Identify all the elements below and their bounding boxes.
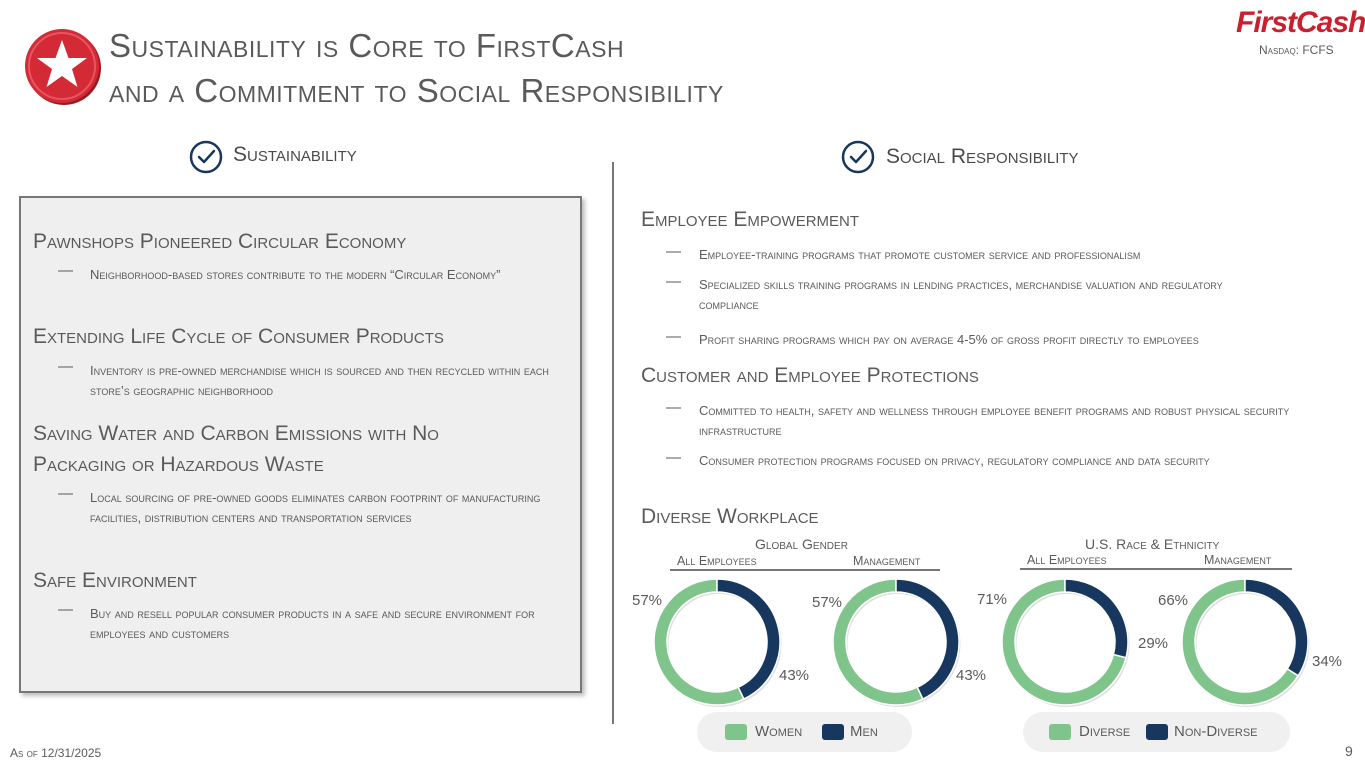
chart-subtitle: Management: [1204, 553, 1272, 567]
brand-name: FirstCash: [1236, 6, 1365, 39]
legend-swatch-non-diverse: [1146, 724, 1168, 740]
bullet-text: Consumer protection programs focused on …: [699, 453, 1210, 468]
bullet-text: Employee-training programs that promote …: [699, 247, 1141, 262]
chart-subtitle: Management: [853, 554, 921, 568]
legend-label-diverse: Diverse: [1079, 723, 1131, 740]
section-title: Employee Empowerment: [641, 208, 860, 231]
chart-underline: [670, 569, 940, 571]
legend-swatch-men: [822, 724, 844, 740]
donut-segment-men: [716, 578, 781, 701]
section-title: Diverse Workplace: [641, 505, 819, 528]
bullet-dash: —: [666, 243, 681, 260]
bullet-dash: —: [58, 485, 73, 502]
donut-chart-race-all: [1001, 578, 1130, 707]
bullet-text: Buy and resell popular consumer products…: [90, 606, 535, 641]
social-responsibility-heading: Social Responsibility: [886, 145, 1079, 168]
data-label-women: 57%: [632, 592, 663, 609]
bullet-text: Committed to health, safety and wellness…: [699, 403, 1290, 438]
chart-group-title: U.S. Race & Ethnicity: [1085, 536, 1220, 552]
data-label-diverse: 71%: [977, 591, 1008, 608]
star-icon: [25, 29, 101, 105]
page-title-line-1: Sustainability is Core to FirstCash: [109, 27, 625, 64]
ticker-label: Nasdaq: FCFS: [1259, 43, 1334, 57]
data-label-diverse: 66%: [1158, 592, 1189, 609]
data-label-men: 43%: [956, 667, 987, 684]
page-title-line-2: and a Commitment to Social Responsibilit…: [109, 72, 724, 109]
donut-segment-non-diverse: [1244, 578, 1309, 677]
bullet-text: Neighborhood-based stores contribute to …: [90, 267, 501, 282]
bullet-text: Profit sharing programs which pay on ave…: [699, 332, 1199, 347]
sustainability-heading: Sustainability: [233, 143, 357, 166]
sustainability-panel: [19, 196, 582, 693]
legend-label-women: Women: [755, 723, 803, 740]
data-label-non-diverse: 34%: [1312, 653, 1343, 670]
chart-group-title: Global Gender: [755, 536, 848, 552]
bullet-dash: —: [58, 358, 73, 375]
bullet-text: Local sourcing of pre-owned goods elimin…: [90, 490, 541, 525]
chart-underline: [1020, 568, 1292, 570]
data-label-non-diverse: 29%: [1138, 635, 1169, 652]
footnote: As of 12/31/2025: [10, 746, 102, 760]
bullet-dash: —: [666, 449, 681, 466]
bullet-dash: —: [666, 273, 681, 290]
legend-label-non-diverse: Non-Diverse: [1174, 723, 1258, 740]
bullet-text: Inventory is pre-owned merchandise which…: [90, 363, 549, 398]
donut-chart-gender-management: [832, 578, 961, 707]
check-circle-icon: [841, 140, 875, 174]
bullet-dash: —: [666, 399, 681, 416]
donut-chart-race-management: [1181, 578, 1310, 707]
data-label-women: 57%: [812, 594, 843, 611]
bullet-dash: —: [58, 262, 73, 279]
donut-segment-diverse: [1001, 578, 1127, 706]
bullet-dash: —: [58, 601, 73, 618]
bullet-dash: —: [666, 328, 681, 345]
donut-chart-gender-all: [653, 578, 782, 707]
chart-subtitle: All Employees: [1027, 553, 1107, 567]
column-divider: [612, 162, 614, 724]
section-title: Saving Water and Carbon Emissions with N…: [33, 422, 439, 476]
brand-logo: FirstCash®: [1236, 6, 1365, 40]
section-title: Extending Life Cycle of Consumer Product…: [33, 325, 444, 348]
section-title: Pawnshops Pioneered Circular Economy: [33, 230, 407, 253]
check-circle-icon: [189, 140, 223, 174]
chart-subtitle: All Employees: [677, 554, 757, 568]
legend-swatch-women: [725, 724, 747, 740]
legend-swatch-diverse: [1049, 724, 1071, 740]
page-number: 9: [1345, 743, 1353, 759]
section-title: Customer and Employee Protections: [641, 364, 979, 387]
donut-segment-men: [895, 578, 960, 701]
legend-label-men: Men: [850, 723, 878, 740]
donut-segment-non-diverse: [1064, 578, 1129, 659]
bullet-text: Specialized skills training programs in …: [699, 277, 1223, 312]
section-title: Safe Environment: [33, 569, 197, 592]
data-label-men: 43%: [779, 667, 810, 684]
